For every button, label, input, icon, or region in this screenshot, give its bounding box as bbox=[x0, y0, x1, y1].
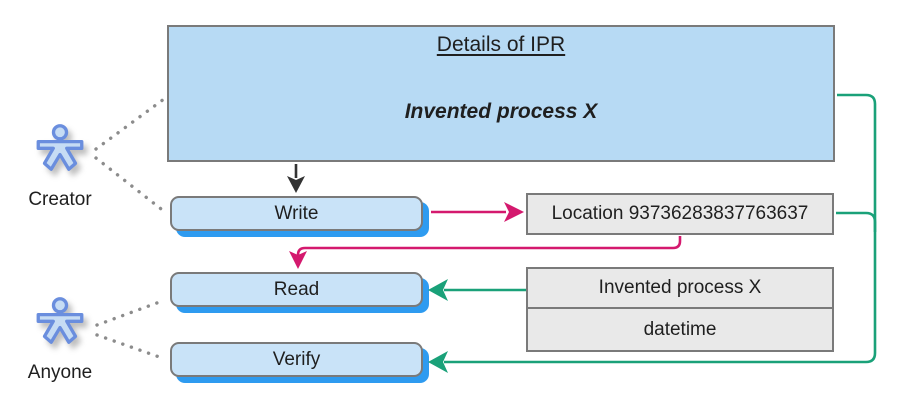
creator-to-write-dotted-line bbox=[94, 156, 167, 214]
creator-actor: Creator bbox=[18, 124, 102, 211]
write-to-location-arrowhead bbox=[504, 202, 524, 222]
person-icon bbox=[36, 124, 84, 171]
location-box: Location 93736283837763637 bbox=[526, 193, 834, 235]
anyone-to-verify-dotted-line bbox=[95, 333, 167, 361]
location-to-read-arrowhead bbox=[289, 251, 307, 269]
location-label: Location 93736283837763637 bbox=[551, 203, 809, 224]
read-button-label: Read bbox=[273, 278, 320, 300]
record-row-datetime: datetime bbox=[528, 307, 832, 350]
record-row-invented-process: Invented process X bbox=[598, 277, 762, 298]
anyone-actor: Anyone bbox=[18, 297, 102, 384]
verify-button[interactable]: Verify bbox=[170, 342, 423, 377]
creator-label: Creator bbox=[28, 189, 92, 210]
anyone-label: Anyone bbox=[27, 362, 93, 383]
details-box-title: Details of IPR bbox=[436, 33, 566, 56]
write-button[interactable]: Write bbox=[170, 196, 423, 231]
read-green-arrowhead bbox=[428, 279, 448, 301]
location-to-green-trunk-connector bbox=[836, 211, 877, 232]
anyone-to-read-dotted-line bbox=[95, 298, 167, 327]
invented-process-title: Invented process X bbox=[404, 100, 598, 123]
verify-green-arrowhead bbox=[428, 351, 448, 373]
person-icon bbox=[36, 297, 84, 344]
location-to-read-arrow bbox=[296, 236, 682, 256]
details-of-ipr-box: Details of IPR Invented process X bbox=[167, 25, 835, 162]
creator-to-details-dotted-line bbox=[94, 97, 166, 151]
read-button[interactable]: Read bbox=[170, 272, 423, 307]
verify-button-label: Verify bbox=[272, 348, 321, 370]
write-button-label: Write bbox=[274, 202, 319, 224]
details-to-write-arrowhead bbox=[287, 176, 305, 193]
record-box: Invented process X datetime bbox=[526, 267, 834, 352]
